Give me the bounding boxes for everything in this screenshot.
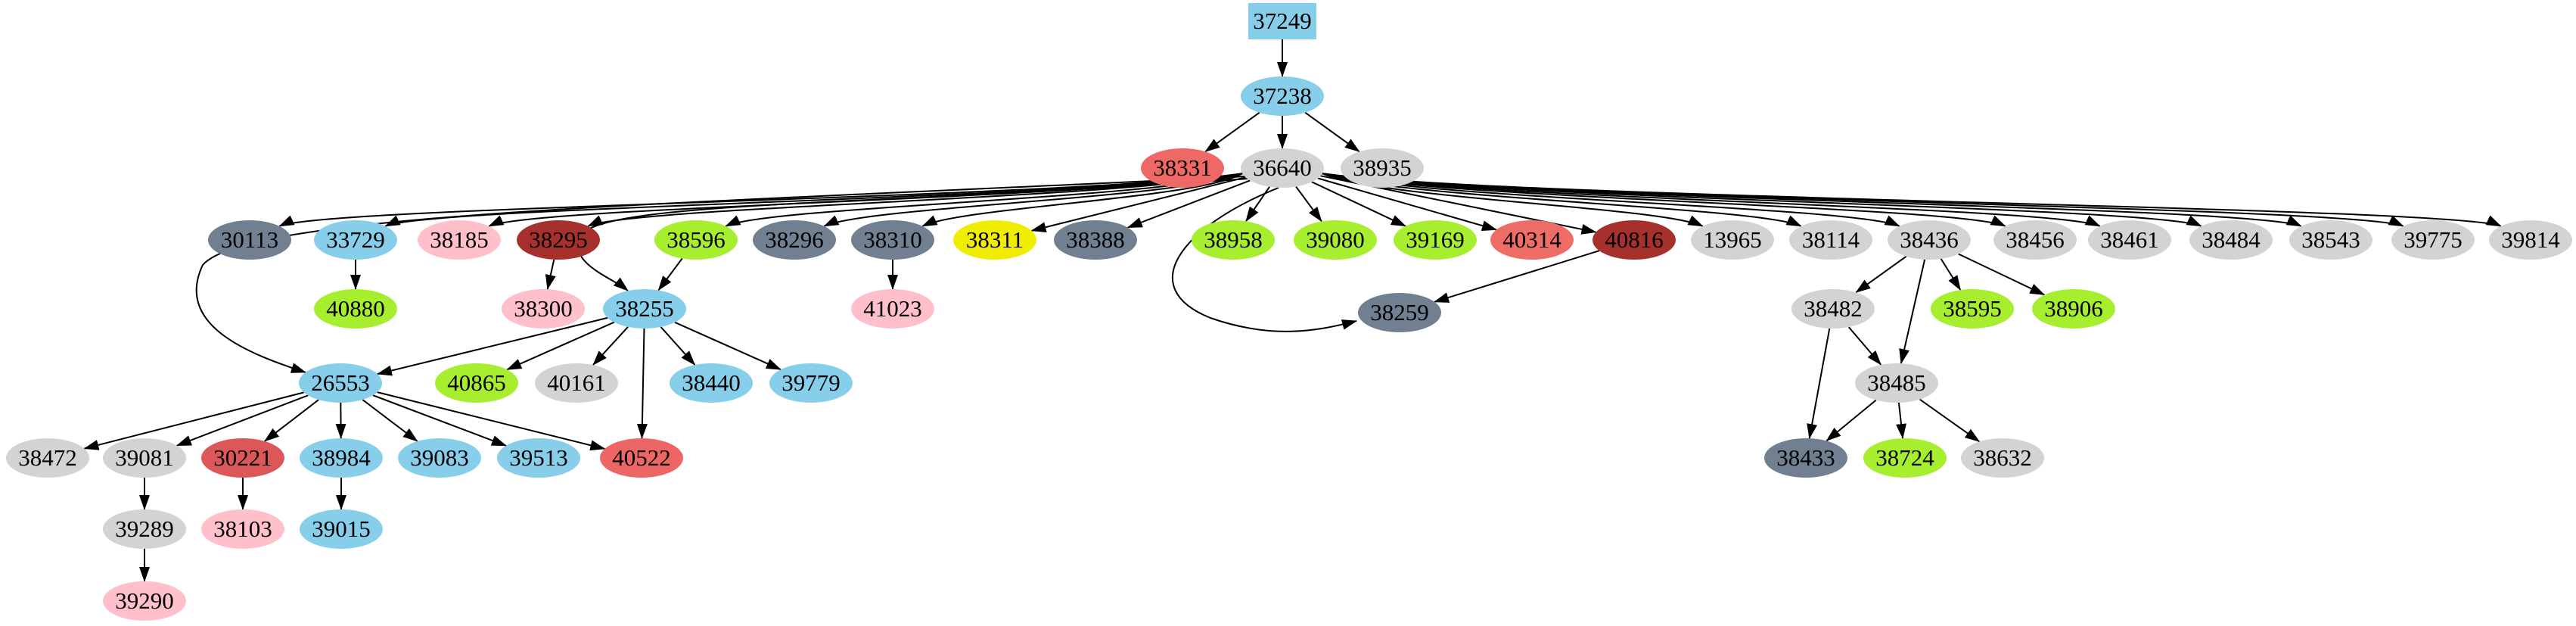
node-30221: 30221 [201,438,284,478]
node-39513: 39513 [497,438,580,478]
node-40880: 40880 [314,289,397,329]
node-38632: 38632 [1961,438,2044,478]
node-38185: 38185 [418,220,501,260]
edge-26553-39083 [362,399,418,442]
node-38456: 38456 [1993,220,2077,260]
node-38935: 38935 [1341,148,1424,188]
node-38485: 38485 [1855,363,1938,403]
edge-26553-39081 [176,394,309,447]
edge-37238-38935 [1304,111,1360,153]
node-38114: 38114 [1789,220,1872,260]
node-39015: 39015 [300,509,383,549]
node-38482: 38482 [1791,289,1875,329]
node-38472: 38472 [6,438,89,478]
node-38595: 38595 [1931,289,2014,329]
node-33729: 33729 [314,220,397,260]
node-38543: 38543 [2289,220,2372,260]
node-38984: 38984 [300,438,383,478]
edge-38255-38440 [660,326,696,366]
node-38436: 38436 [1888,220,1971,260]
edge-36640-39080 [1295,186,1322,223]
node-40314: 40314 [1490,220,1574,260]
node-38103: 38103 [201,509,284,549]
node-38906: 38906 [2032,289,2115,329]
edge-36640-39814 [1322,173,2502,227]
edge-38485-38433 [1826,399,1877,442]
edge-36640-39169 [1311,181,1406,227]
edge-38436-38485 [1899,259,1926,365]
edge-38255-40522 [636,328,648,439]
edge-38436-38482 [1855,255,1907,294]
node-39169: 39169 [1394,220,1477,260]
node-37238: 37238 [1241,76,1324,116]
edge-38255-26553 [376,316,608,376]
edge-40816-38259 [1434,250,1600,303]
edge-38485-38724 [1896,402,1906,439]
node-40816: 40816 [1593,220,1676,260]
node-38724: 38724 [1863,438,1947,478]
node-39289: 39289 [103,509,186,549]
edge-38255-40161 [592,326,629,366]
edge-38596-38255 [657,257,683,291]
node-30113: 30113 [208,220,291,260]
edge-36640-38388 [1126,179,1251,229]
edge-36640-40314 [1317,177,1497,231]
edge-36640-38484 [1322,173,2202,227]
edge-26553-39513 [372,394,507,447]
node-36640: 36640 [1241,148,1324,188]
edge-38436-38595 [1940,258,1962,291]
node-38440: 38440 [670,363,753,403]
node-38300: 38300 [502,289,585,329]
edge-38436-38906 [1958,253,2046,296]
edge-38485-38632 [1919,398,1981,443]
node-39290: 39290 [103,581,186,621]
node-38311: 38311 [953,220,1036,260]
node-38310: 38310 [851,220,934,260]
node-38259: 38259 [1358,293,1441,332]
node-38295: 38295 [517,220,600,260]
node-38484: 38484 [2189,220,2273,260]
node-38461: 38461 [2088,220,2171,260]
edge-38482-38485 [1847,326,1882,366]
edge-26553-40522 [377,391,606,451]
edge-36640-38310 [921,173,1243,227]
node-13965: 13965 [1691,220,1774,260]
edge-38255-40865 [506,321,615,371]
node-38388: 38388 [1054,220,1137,260]
node-38958: 38958 [1192,220,1275,260]
node-38296: 38296 [753,220,836,260]
edge-26553-30221 [264,399,319,442]
edge-37238-38331 [1204,111,1260,153]
edge-36640-38311 [1030,176,1246,232]
node-39775: 39775 [2391,220,2475,260]
node-39814: 39814 [2489,220,2572,260]
node-38433: 38433 [1764,438,1847,478]
node-40522: 40522 [600,438,683,478]
edge-38295-38300 [545,259,556,291]
node-38255: 38255 [603,289,686,329]
node-40865: 40865 [435,363,518,403]
node-39080: 39080 [1294,220,1377,260]
edge-36640-26553 [195,176,1248,373]
node-41023: 41023 [851,289,934,329]
node-39779: 39779 [769,363,853,403]
edge-26553-38472 [83,391,304,450]
node-39081: 39081 [103,438,186,478]
node-38331: 38331 [1141,148,1224,188]
node-38596: 38596 [654,220,738,260]
node-26553: 26553 [299,363,382,403]
edge-38255-39779 [674,321,782,371]
edge-36640-38255 [576,178,1249,291]
edge-36640-38461 [1322,173,2101,227]
node-40161: 40161 [535,363,618,403]
node-37249: 37249 [1248,3,1316,39]
node-39083: 39083 [398,438,481,478]
edge-38482-38433 [1807,328,1831,440]
